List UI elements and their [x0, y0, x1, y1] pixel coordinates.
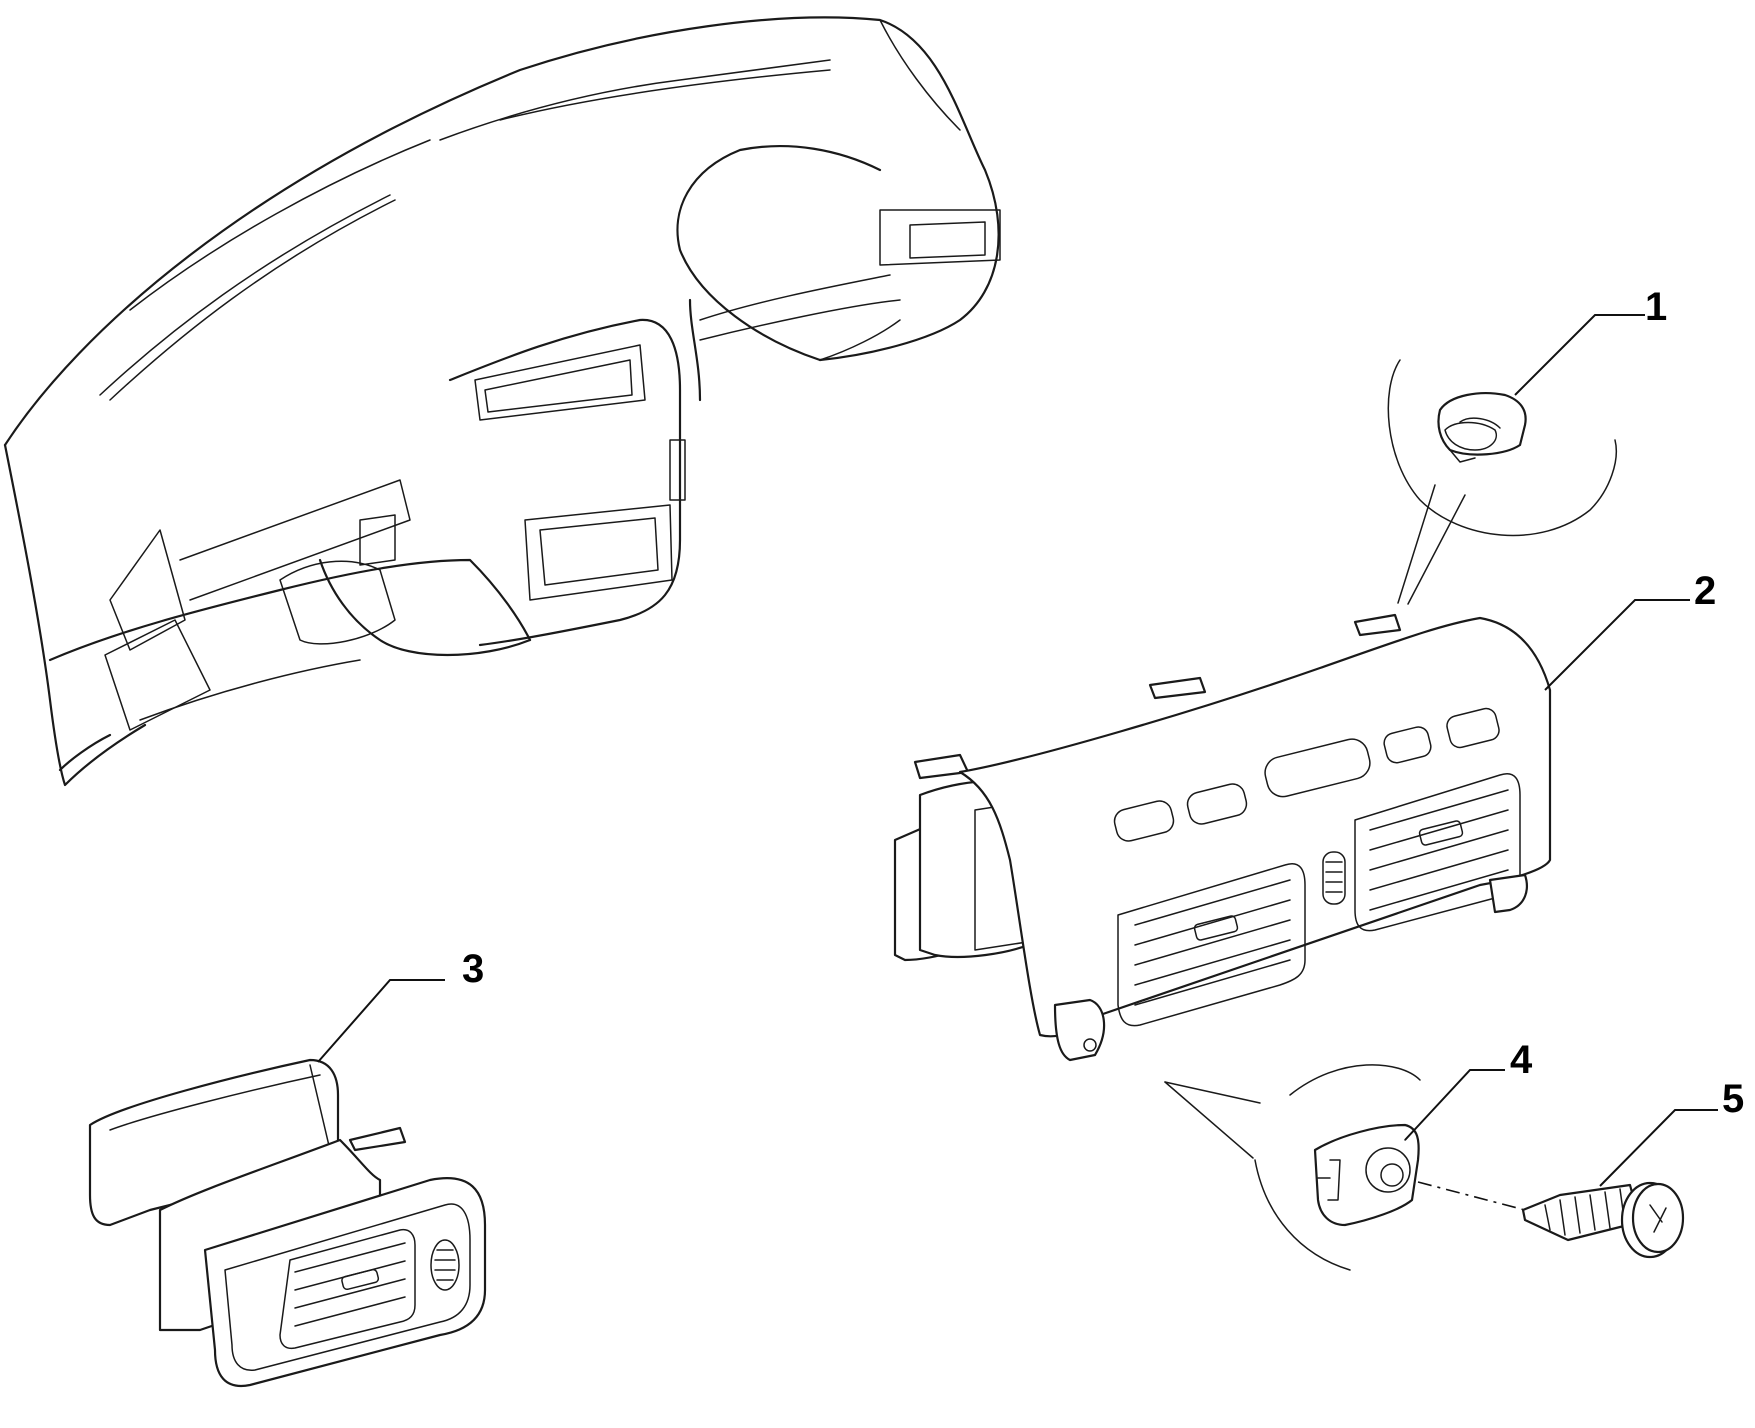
detail-circle-bracket — [1254, 1064, 1421, 1271]
callout-1: 1 — [1645, 285, 1667, 329]
detail-line-bracket — [1164, 1081, 1261, 1104]
side-air-vent — [88, 1058, 487, 1388]
leader-1 — [1514, 314, 1645, 396]
assembly-axis — [1417, 1181, 1526, 1211]
central-vent-panel — [893, 613, 1552, 1062]
clip-part — [1387, 359, 1617, 537]
detail-line-clip — [1397, 484, 1436, 604]
bracket-part — [1313, 1123, 1420, 1227]
callout-4: 4 — [1510, 1038, 1533, 1082]
leader-3 — [317, 979, 445, 1063]
callout-5: 5 — [1722, 1077, 1744, 1121]
callout-2: 2 — [1694, 569, 1716, 613]
left-grille — [1117, 863, 1306, 1027]
detail-line-bracket-2 — [1164, 1081, 1254, 1159]
leader-5 — [1599, 1109, 1718, 1187]
callout-3: 3 — [462, 947, 484, 991]
detail-line-clip-2 — [1407, 494, 1466, 605]
dashboard-illustration — [3, 16, 1001, 787]
leader-2 — [1544, 599, 1690, 691]
leader-4 — [1404, 1069, 1505, 1141]
screw-part — [1521, 1181, 1685, 1259]
